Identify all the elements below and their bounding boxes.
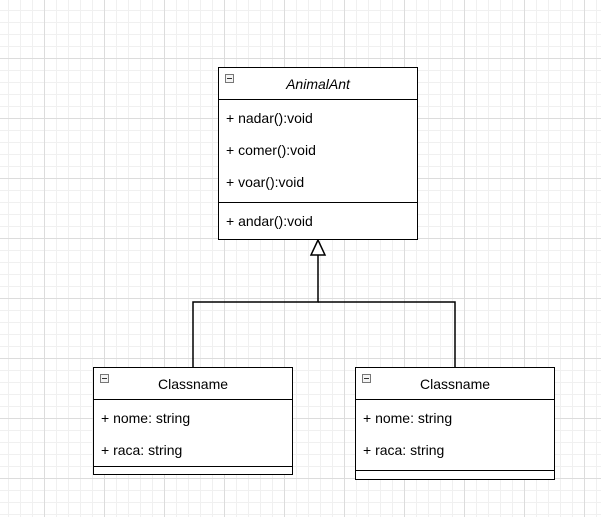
connector-right-branch[interactable]	[318, 301, 456, 367]
operations-compartment	[356, 470, 554, 480]
operations-compartment	[94, 466, 292, 475]
class-animalant[interactable]: AnimalAnt + nadar():void + comer():void …	[218, 67, 418, 240]
operations-compartment: + andar():void	[219, 202, 417, 239]
member-comer[interactable]: + comer():void	[226, 142, 316, 158]
member-nome[interactable]: + nome: string	[363, 410, 453, 426]
class-name: Classname	[157, 376, 229, 392]
attributes-compartment: + nome: string + raca: string	[94, 400, 292, 466]
collapse-icon[interactable]	[362, 374, 371, 383]
class-header[interactable]: AnimalAnt	[219, 68, 417, 100]
generalization-arrowhead[interactable]	[309, 238, 327, 256]
class-name: Classname	[419, 376, 491, 392]
member-voar[interactable]: + voar():void	[226, 174, 305, 190]
connector-left-branch[interactable]	[192, 255, 319, 367]
class-header[interactable]: Classname	[94, 368, 292, 400]
member-andar[interactable]: + andar():void	[226, 213, 313, 229]
class-classname-right[interactable]: Classname + nome: string + raca: string	[355, 367, 555, 480]
member-raca[interactable]: + raca: string	[363, 442, 445, 458]
class-name: AnimalAnt	[286, 76, 350, 92]
attributes-compartment: + nadar():void + comer():void + voar():v…	[219, 100, 417, 202]
attributes-compartment: + nome: string + raca: string	[356, 400, 554, 470]
collapse-icon[interactable]	[100, 374, 109, 383]
class-classname-left[interactable]: Classname + nome: string + raca: string	[93, 367, 293, 475]
member-raca[interactable]: + raca: string	[101, 442, 183, 458]
member-nome[interactable]: + nome: string	[101, 410, 191, 426]
member-nadar[interactable]: + nadar():void	[226, 110, 313, 126]
collapse-icon[interactable]	[225, 74, 234, 83]
class-header[interactable]: Classname	[356, 368, 554, 400]
